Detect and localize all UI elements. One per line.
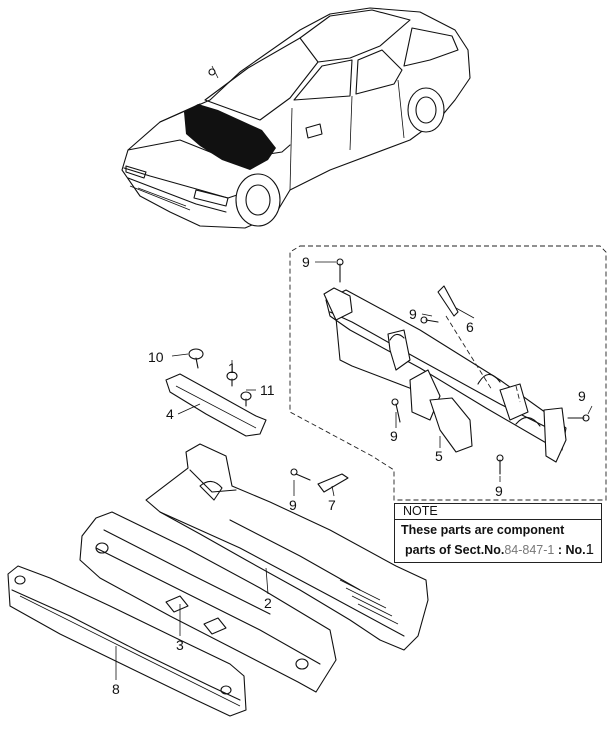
note-text-line-2: parts of Sect.No.84-847-1 : No.1 — [405, 541, 594, 558]
bolt-9-group — [336, 258, 590, 475]
note-box: NOTE These parts are component parts of … — [394, 503, 602, 563]
callout-8: 8 — [112, 681, 120, 697]
dash-cross-member — [323, 287, 567, 463]
cowl-cover-part-4 — [165, 373, 267, 437]
callout-11: 11 — [260, 382, 275, 398]
callout-9-top: 9 — [302, 254, 310, 270]
callout-9-cowl: 9 — [289, 497, 297, 513]
callout-6: 6 — [466, 319, 474, 335]
callout-7: 7 — [328, 497, 336, 513]
callout-3: 3 — [176, 637, 184, 653]
bolt-9 — [295, 473, 311, 481]
callout-2: 2 — [264, 595, 272, 611]
alignment-line — [515, 385, 521, 403]
front-member-part-8 — [7, 565, 247, 717]
fastener-group — [188, 348, 252, 407]
note-divider — [395, 519, 601, 520]
car-illustration — [121, 7, 471, 229]
note-prefix: parts of Sect.No. — [405, 543, 505, 557]
callout-1: 1 — [228, 360, 236, 376]
bracket-part-7 — [317, 473, 349, 493]
callout-4: 4 — [166, 406, 174, 422]
note-number: 1 — [585, 541, 594, 558]
stay-part-6 — [437, 285, 459, 317]
callout-9-stay: 9 — [409, 306, 417, 322]
note-section-ref: 84-847-1 — [504, 543, 555, 557]
alignment-line — [445, 315, 493, 391]
lower-panel-part-3 — [79, 511, 337, 693]
callout-9-left: 9 — [390, 428, 398, 444]
callout-10: 10 — [148, 349, 164, 365]
component-group-outline — [289, 245, 607, 501]
note-text-line-1: These parts are component — [401, 523, 565, 537]
cowl-panel-part-2 — [145, 443, 429, 651]
leader-lines — [115, 261, 593, 680]
callout-9-bottom: 9 — [495, 483, 503, 499]
note-mid: : No. — [554, 543, 586, 557]
callout-5: 5 — [435, 448, 443, 464]
callout-9-right: 9 — [578, 388, 586, 404]
note-title: NOTE — [403, 504, 438, 518]
